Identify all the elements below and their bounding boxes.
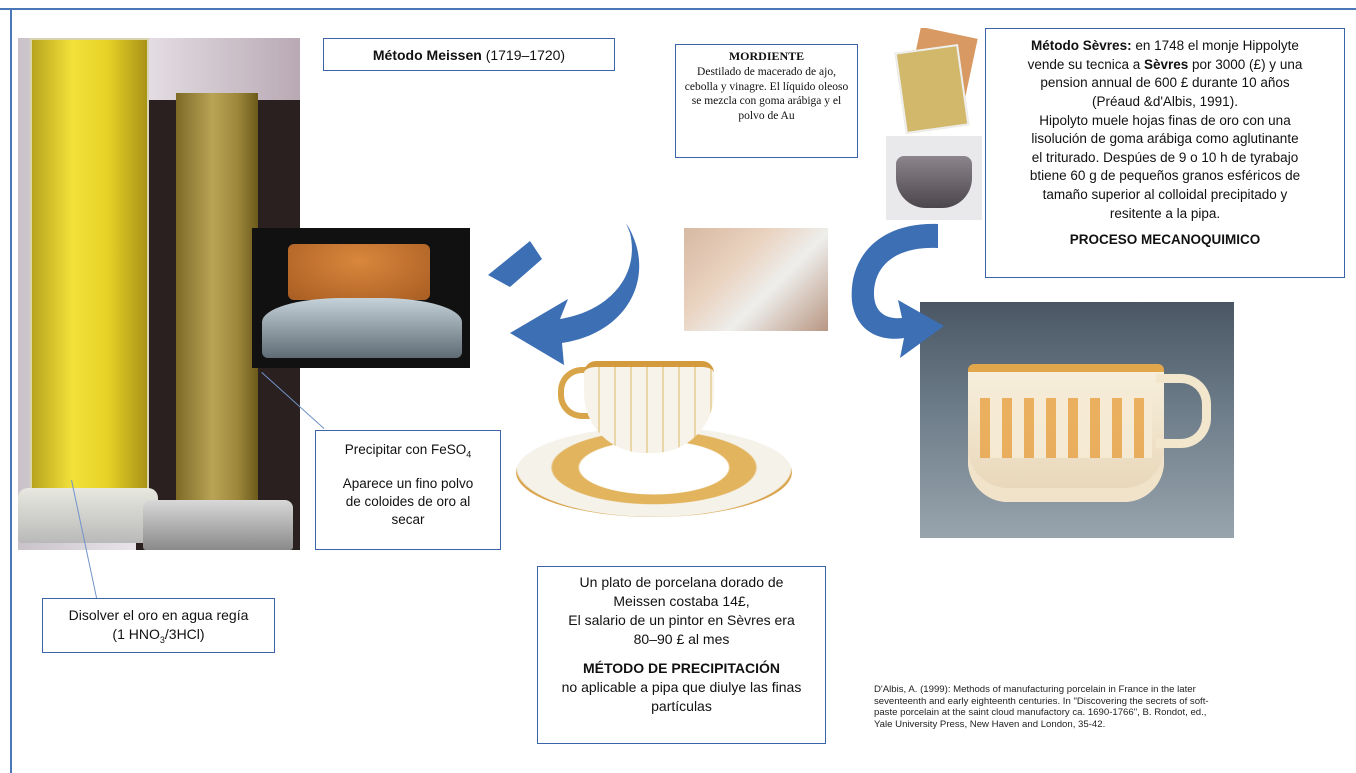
precipitar-line4: secar xyxy=(391,512,425,528)
slide-left-border xyxy=(10,8,12,773)
sevres-line1: en 1748 el monje Hippolyte xyxy=(1131,38,1299,53)
sevres-method-box: Método Sèvres: en 1748 el monje Hippolyt… xyxy=(985,28,1345,278)
reference-line1: D'Albis, A. (1999): Methods of manufactu… xyxy=(874,684,1196,695)
reference-line4: Yale University Press, New Haven and Lon… xyxy=(874,719,1106,731)
meissen-label: Método Meissen xyxy=(372,47,482,63)
sevres-teacup-photo xyxy=(920,302,1234,538)
mordiente-title: MORDIENTE xyxy=(728,49,805,63)
sevres-line2b: por 3000 (£) y una xyxy=(1188,56,1303,72)
reference-line3: paste porcelain at the saint cloud manuf… xyxy=(874,707,1207,719)
reference-text: D'Albis, A. (1999): Methods of manufactu… xyxy=(874,684,1344,731)
reference-line2: seventeenth and early eighteenth centuri… xyxy=(874,695,1209,707)
precipitar-box: Precipitar con FeSO4 Aparece un fino pol… xyxy=(315,430,501,550)
disolver-line2b: /3HCl) xyxy=(164,625,205,642)
curved-arrow-left-icon xyxy=(488,223,640,365)
sevres-process: PROCESO MECANOQUIMICO xyxy=(1069,232,1261,248)
sevres-line5: Hipolyto muele hojas finas de oro con un… xyxy=(1039,112,1291,128)
sevres-line8: btiene 60 g de pequeños granos esféricos… xyxy=(1029,168,1301,184)
painter-hands-photo xyxy=(684,228,828,331)
disolver-box: Disolver el oro en agua regía (1 HNO3/3H… xyxy=(42,598,275,653)
precipitar-line3: de coloides de oro al xyxy=(345,494,471,510)
plato-precipitacion-box: Un plato de porcelana dorado de Meissen … xyxy=(537,566,826,744)
sevres-line10: resitente a la pipa. xyxy=(1109,205,1221,221)
mordiente-text: Destilado de macerado de ajo, cebolla y … xyxy=(684,65,849,123)
plato-line1: Un plato de porcelana dorado de xyxy=(579,574,784,590)
sevres-line2-bold: Sèvres xyxy=(1143,56,1189,72)
disolver-sub: 3 xyxy=(159,634,165,645)
plato-line2: Meissen costaba 14£, xyxy=(613,593,750,610)
curved-arrow-right-icon xyxy=(851,223,944,358)
plato-line6: partículas xyxy=(651,698,712,715)
slide-top-border xyxy=(0,8,1356,10)
gold-powder-beaker-photo xyxy=(252,228,470,368)
sevres-line7: el triturado. Despúes de 9 o 10 h de tyr… xyxy=(1031,149,1299,165)
sevres-heading: Método Sèvres: xyxy=(1031,38,1132,53)
precipitar-sub: 4 xyxy=(466,449,472,460)
disolver-line1: Disolver el oro en agua regía xyxy=(68,607,249,623)
sevres-line9: tamaño superior al colloidal precipitado… xyxy=(1042,187,1288,202)
sevres-line6: lisolución de goma arábiga como aglutina… xyxy=(1031,131,1299,147)
precipitar-line1: Precipitar con FeSO xyxy=(344,442,467,457)
mortar-pestle-photo xyxy=(886,136,982,220)
meissen-method-box: Método Meissen (1719–1720) xyxy=(323,38,615,71)
precipitar-line2: Aparece un fino polvo xyxy=(342,475,474,491)
meissen-years: (1719–1720) xyxy=(485,47,566,63)
mordiente-box: MORDIENTE Destilado de macerado de ajo, … xyxy=(675,44,858,158)
disolver-line2a: (1 HNO xyxy=(112,625,160,642)
plato-line5: no aplicable a pipa que diulye las finas xyxy=(561,679,802,696)
plato-method: MÉTODO DE PRECIPITACIÓN xyxy=(582,660,781,677)
plato-line3: El salario de un pintor en Sèvres era xyxy=(568,612,795,629)
sevres-line3: pension annual de 600 £ durante 10 años xyxy=(1040,75,1290,91)
plato-line4: 80–90 £ al mes xyxy=(633,631,730,648)
sevres-line2a: vende su tecnica a xyxy=(1027,56,1144,72)
gold-leaf-photo xyxy=(890,28,980,134)
meissen-cup-saucer-photo xyxy=(510,355,795,525)
sevres-line4: (Préaud &d'Albis, 1991). xyxy=(1092,93,1238,109)
